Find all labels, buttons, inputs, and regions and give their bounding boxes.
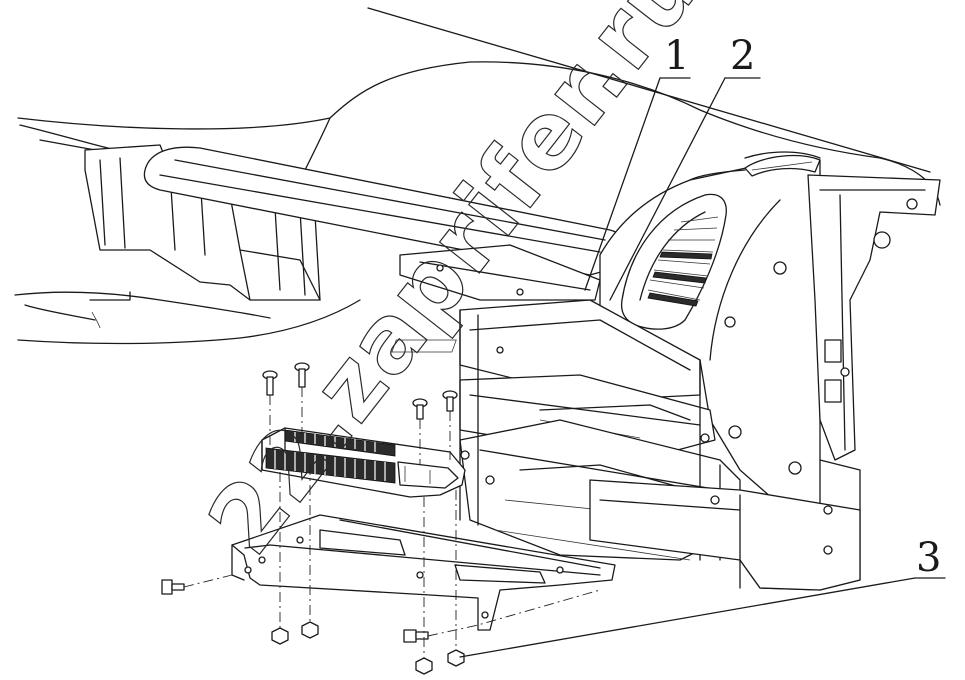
windshield-edge bbox=[367, 7, 931, 173]
module-connector-block bbox=[265, 429, 396, 484]
mounting-frame-stack bbox=[391, 299, 861, 591]
nut-2 bbox=[301, 621, 319, 639]
callout-label-3: 3 bbox=[916, 535, 942, 581]
screw-top-4 bbox=[442, 390, 458, 412]
assembly-lines bbox=[183, 387, 601, 658]
callout-label-1: 1 bbox=[664, 33, 690, 79]
screw-top-2 bbox=[294, 362, 310, 388]
nut-3 bbox=[415, 657, 433, 675]
nut-4 bbox=[447, 649, 465, 667]
module-mounting-plate bbox=[231, 514, 616, 631]
callout-label-2: 2 bbox=[730, 33, 756, 79]
screw-bottom bbox=[403, 629, 429, 643]
upper-bracket-plate bbox=[399, 244, 601, 301]
screw-left bbox=[161, 579, 185, 595]
nut-1 bbox=[271, 627, 289, 645]
center-console-shell bbox=[599, 151, 941, 591]
vent-louvers bbox=[647, 216, 719, 301]
control-module bbox=[261, 427, 466, 498]
screw-top-1 bbox=[262, 370, 278, 396]
callout-leaders bbox=[459, 77, 946, 658]
screw-top-3 bbox=[412, 398, 428, 420]
